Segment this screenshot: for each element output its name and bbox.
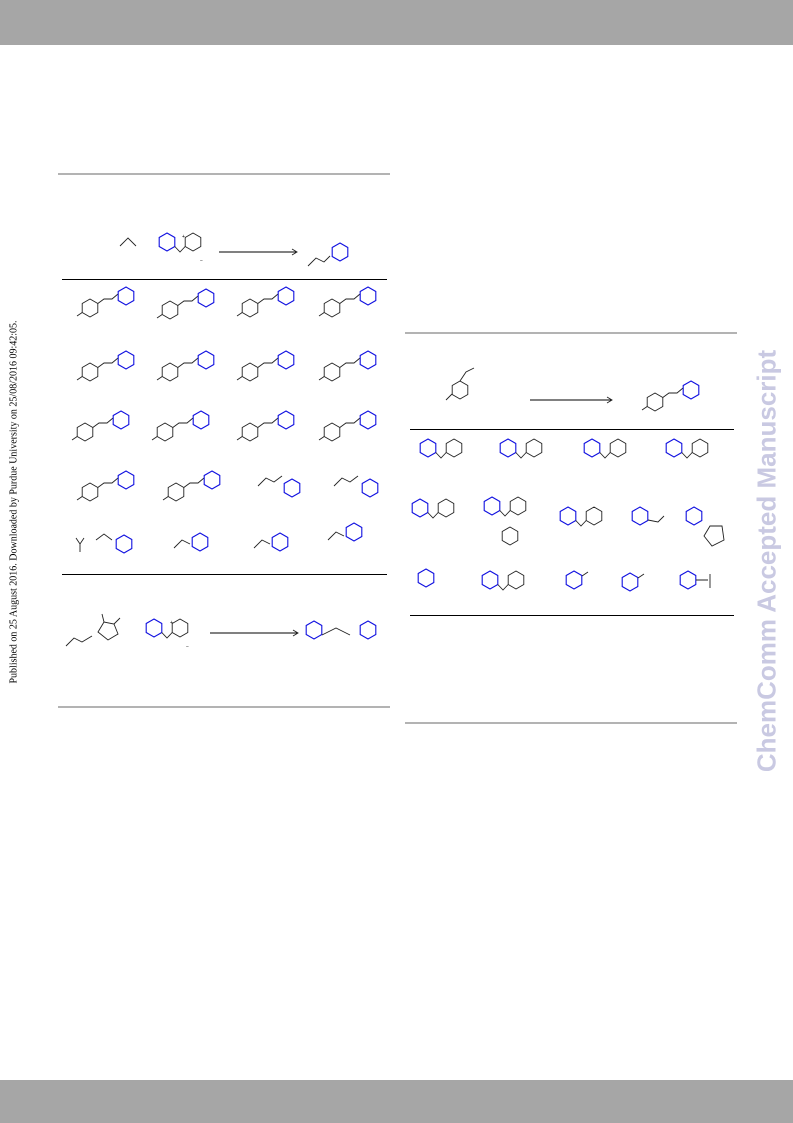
left-table-footer-rule xyxy=(62,574,387,575)
left-footer-reaction: + − xyxy=(65,613,377,650)
svg-text:−: − xyxy=(200,258,203,264)
svg-text:+: + xyxy=(170,620,173,626)
right-table-bottom-rule xyxy=(405,722,737,724)
left-header-reaction: + − xyxy=(119,233,349,267)
svg-text:−: − xyxy=(186,644,189,650)
right-table-footer-rule xyxy=(410,615,734,616)
left-table-header-rule xyxy=(62,279,387,280)
right-header-reaction xyxy=(445,367,699,411)
bottom-band xyxy=(0,1080,793,1123)
right-reagent-grid xyxy=(412,439,725,592)
left-table-bottom-rule xyxy=(58,706,390,708)
right-table-header-rule xyxy=(410,429,734,430)
left-product-grid xyxy=(72,287,379,554)
left-table-top-rule xyxy=(58,173,390,175)
right-table-top-rule xyxy=(405,332,737,334)
top-band xyxy=(0,0,793,45)
svg-text:+: + xyxy=(182,234,185,240)
